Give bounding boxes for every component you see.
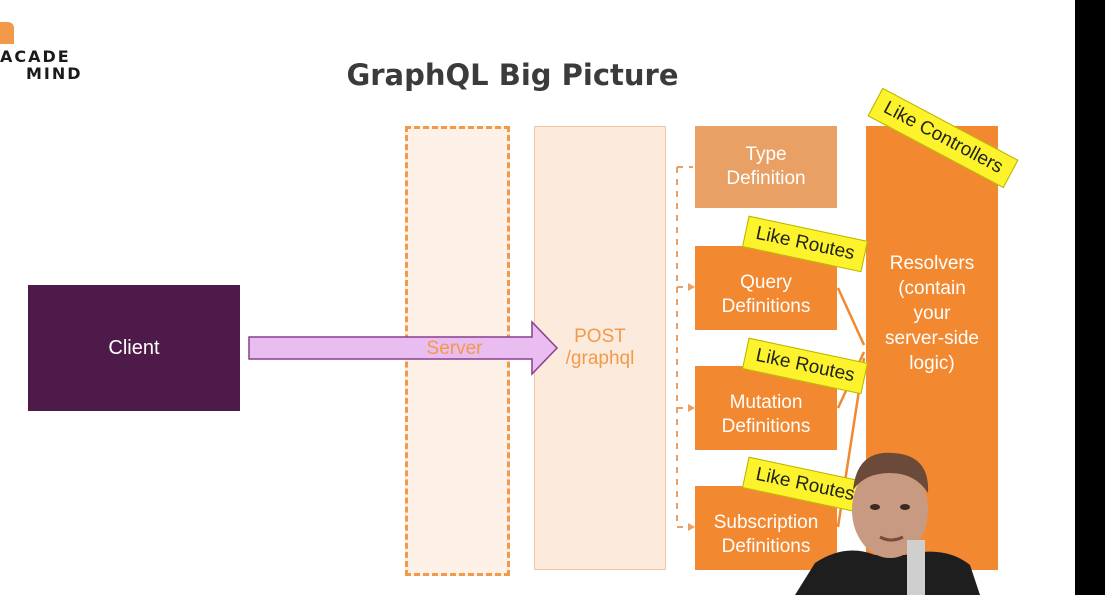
client-box: Client — [28, 285, 240, 411]
academind-logo: ACADE MIND — [0, 48, 83, 82]
right-edge-bar — [1075, 0, 1105, 595]
type-definition-box: Type Definition — [695, 126, 837, 208]
logo-line-1: ACADE — [0, 47, 71, 66]
request-arrow — [248, 320, 559, 376]
mutation-definitions-box: Mutation Definitions — [695, 366, 837, 450]
server-label: Server — [426, 338, 483, 359]
logo-line-2: MIND — [26, 64, 83, 83]
presenter-webcam — [795, 452, 980, 595]
subscription-definitions-box: Subscription Definitions — [695, 486, 837, 570]
slide-title: GraphQL Big Picture — [346, 58, 679, 92]
logo-mark — [0, 22, 14, 44]
post-graphql-label: POST /graphql — [565, 326, 635, 369]
dashed-connectors — [676, 166, 693, 528]
